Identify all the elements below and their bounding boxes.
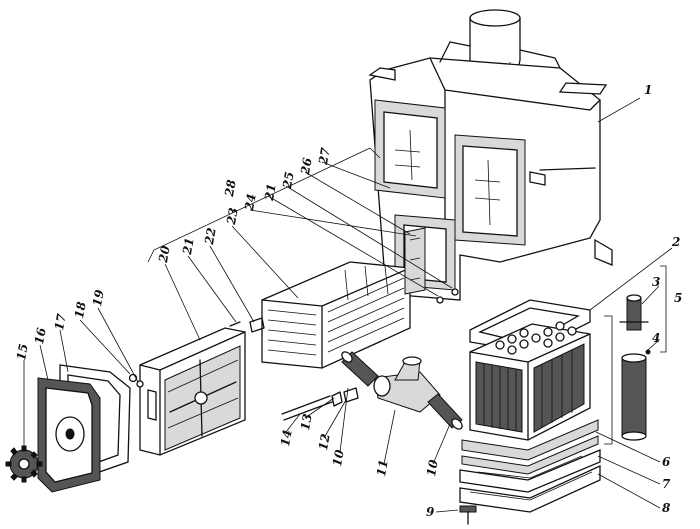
label-7: 7: [662, 477, 671, 491]
label-9: 9: [426, 505, 435, 519]
label-27: 27: [316, 146, 333, 167]
housing-part-1: [368, 9, 613, 301]
label-23: 23: [224, 207, 241, 227]
tube-ends: [495, 321, 577, 355]
label-18: 18: [72, 300, 89, 320]
label-21a: 21: [180, 237, 197, 257]
label-10a: 10: [330, 448, 347, 468]
label-6: 6: [662, 455, 671, 469]
label-24: 24: [242, 193, 259, 213]
label-21b: 21: [262, 183, 279, 203]
label-12: 12: [316, 433, 333, 452]
tube-4: [621, 349, 651, 441]
leader-lines: [23, 97, 673, 513]
part-number-labels: 1 2 3 4 5 6 7 8 9 10 10 11 12 13 14 15 1…: [14, 83, 682, 519]
label-22: 22: [202, 227, 219, 247]
label-2: 2: [671, 235, 680, 249]
label-28: 28: [222, 178, 239, 199]
label-13: 13: [298, 413, 315, 432]
tube-bank: [469, 321, 591, 441]
label-8: 8: [662, 501, 671, 515]
housing-left-window: [374, 99, 446, 199]
sleeve-3: [619, 294, 649, 331]
label-1: 1: [644, 83, 652, 97]
clamps-12-13: [331, 387, 359, 407]
label-10b: 10: [424, 458, 441, 478]
label-3: 3: [652, 275, 660, 289]
tee-pipe-11: [373, 356, 441, 413]
cover-16: [37, 377, 101, 493]
lower-gaskets-6: [461, 419, 599, 475]
gasket-frame-24-27: [404, 227, 459, 304]
base-plate-8: [459, 464, 601, 513]
label-20: 20: [156, 244, 173, 265]
bracket-5: [604, 265, 667, 445]
hose-10-right: [427, 393, 463, 430]
hose-10-left: [341, 351, 379, 387]
label-14: 14: [278, 429, 295, 448]
label-17: 17: [52, 312, 69, 332]
label-4: 4: [652, 331, 660, 345]
fasteners-18-19: [128, 373, 144, 388]
label-11: 11: [374, 459, 391, 478]
housing-right-window: [454, 134, 526, 246]
gear-15: [5, 445, 43, 483]
label-16: 16: [32, 326, 49, 346]
label-26: 26: [298, 156, 315, 177]
clip-21-22: [229, 317, 265, 333]
bracket-28: [147, 147, 381, 263]
label-25: 25: [280, 171, 297, 191]
label-19: 19: [90, 288, 107, 308]
tray-7: [459, 449, 601, 493]
label-5: 5: [674, 291, 682, 305]
heat-exchanger-core-23: [261, 261, 411, 369]
label-15: 15: [14, 343, 31, 362]
bolt-9: [459, 505, 477, 525]
filter-box-20: [139, 327, 246, 456]
